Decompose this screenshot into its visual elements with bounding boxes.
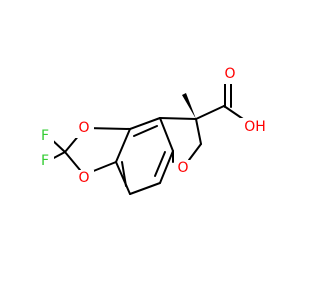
double-bond: [121, 161, 127, 187]
double-bond: [154, 151, 166, 177]
carbonyl-oxygen-label: O: [224, 66, 235, 82]
bond: [195, 118, 202, 145]
hydroxyl-group-label: OH: [244, 119, 266, 135]
bond: [188, 143, 202, 161]
label-bg: [36, 152, 54, 172]
oxygen-atom-label: O: [78, 170, 89, 186]
bond: [159, 150, 174, 184]
double-bond: [133, 125, 158, 137]
label-bg: [238, 118, 272, 136]
bond: [115, 128, 131, 163]
stereo-wedge-bond: [182, 93, 196, 119]
bond: [159, 117, 197, 120]
atom-label-layer: O O O F F O OH: [36, 66, 272, 188]
fluorine-atom-label: F: [41, 128, 49, 144]
bond: [64, 151, 81, 171]
bond: [129, 117, 161, 130]
label-bg: [36, 126, 54, 146]
bond: [159, 117, 174, 152]
label-bg: [74, 170, 94, 188]
oxygen-atom-label: O: [78, 120, 89, 136]
bond: [195, 105, 225, 120]
oxygen-atom-label: O: [177, 160, 188, 176]
fluorine-atom-label: F: [41, 153, 49, 169]
label-bg: [174, 160, 194, 178]
molecule-svg: O O O F F O OH: [36, 66, 272, 195]
bond: [115, 161, 131, 195]
structure-diagram: O O O F F O OH: [36, 66, 272, 195]
label-bg: [220, 66, 240, 84]
label-bg: [74, 120, 94, 138]
bond: [129, 182, 161, 195]
